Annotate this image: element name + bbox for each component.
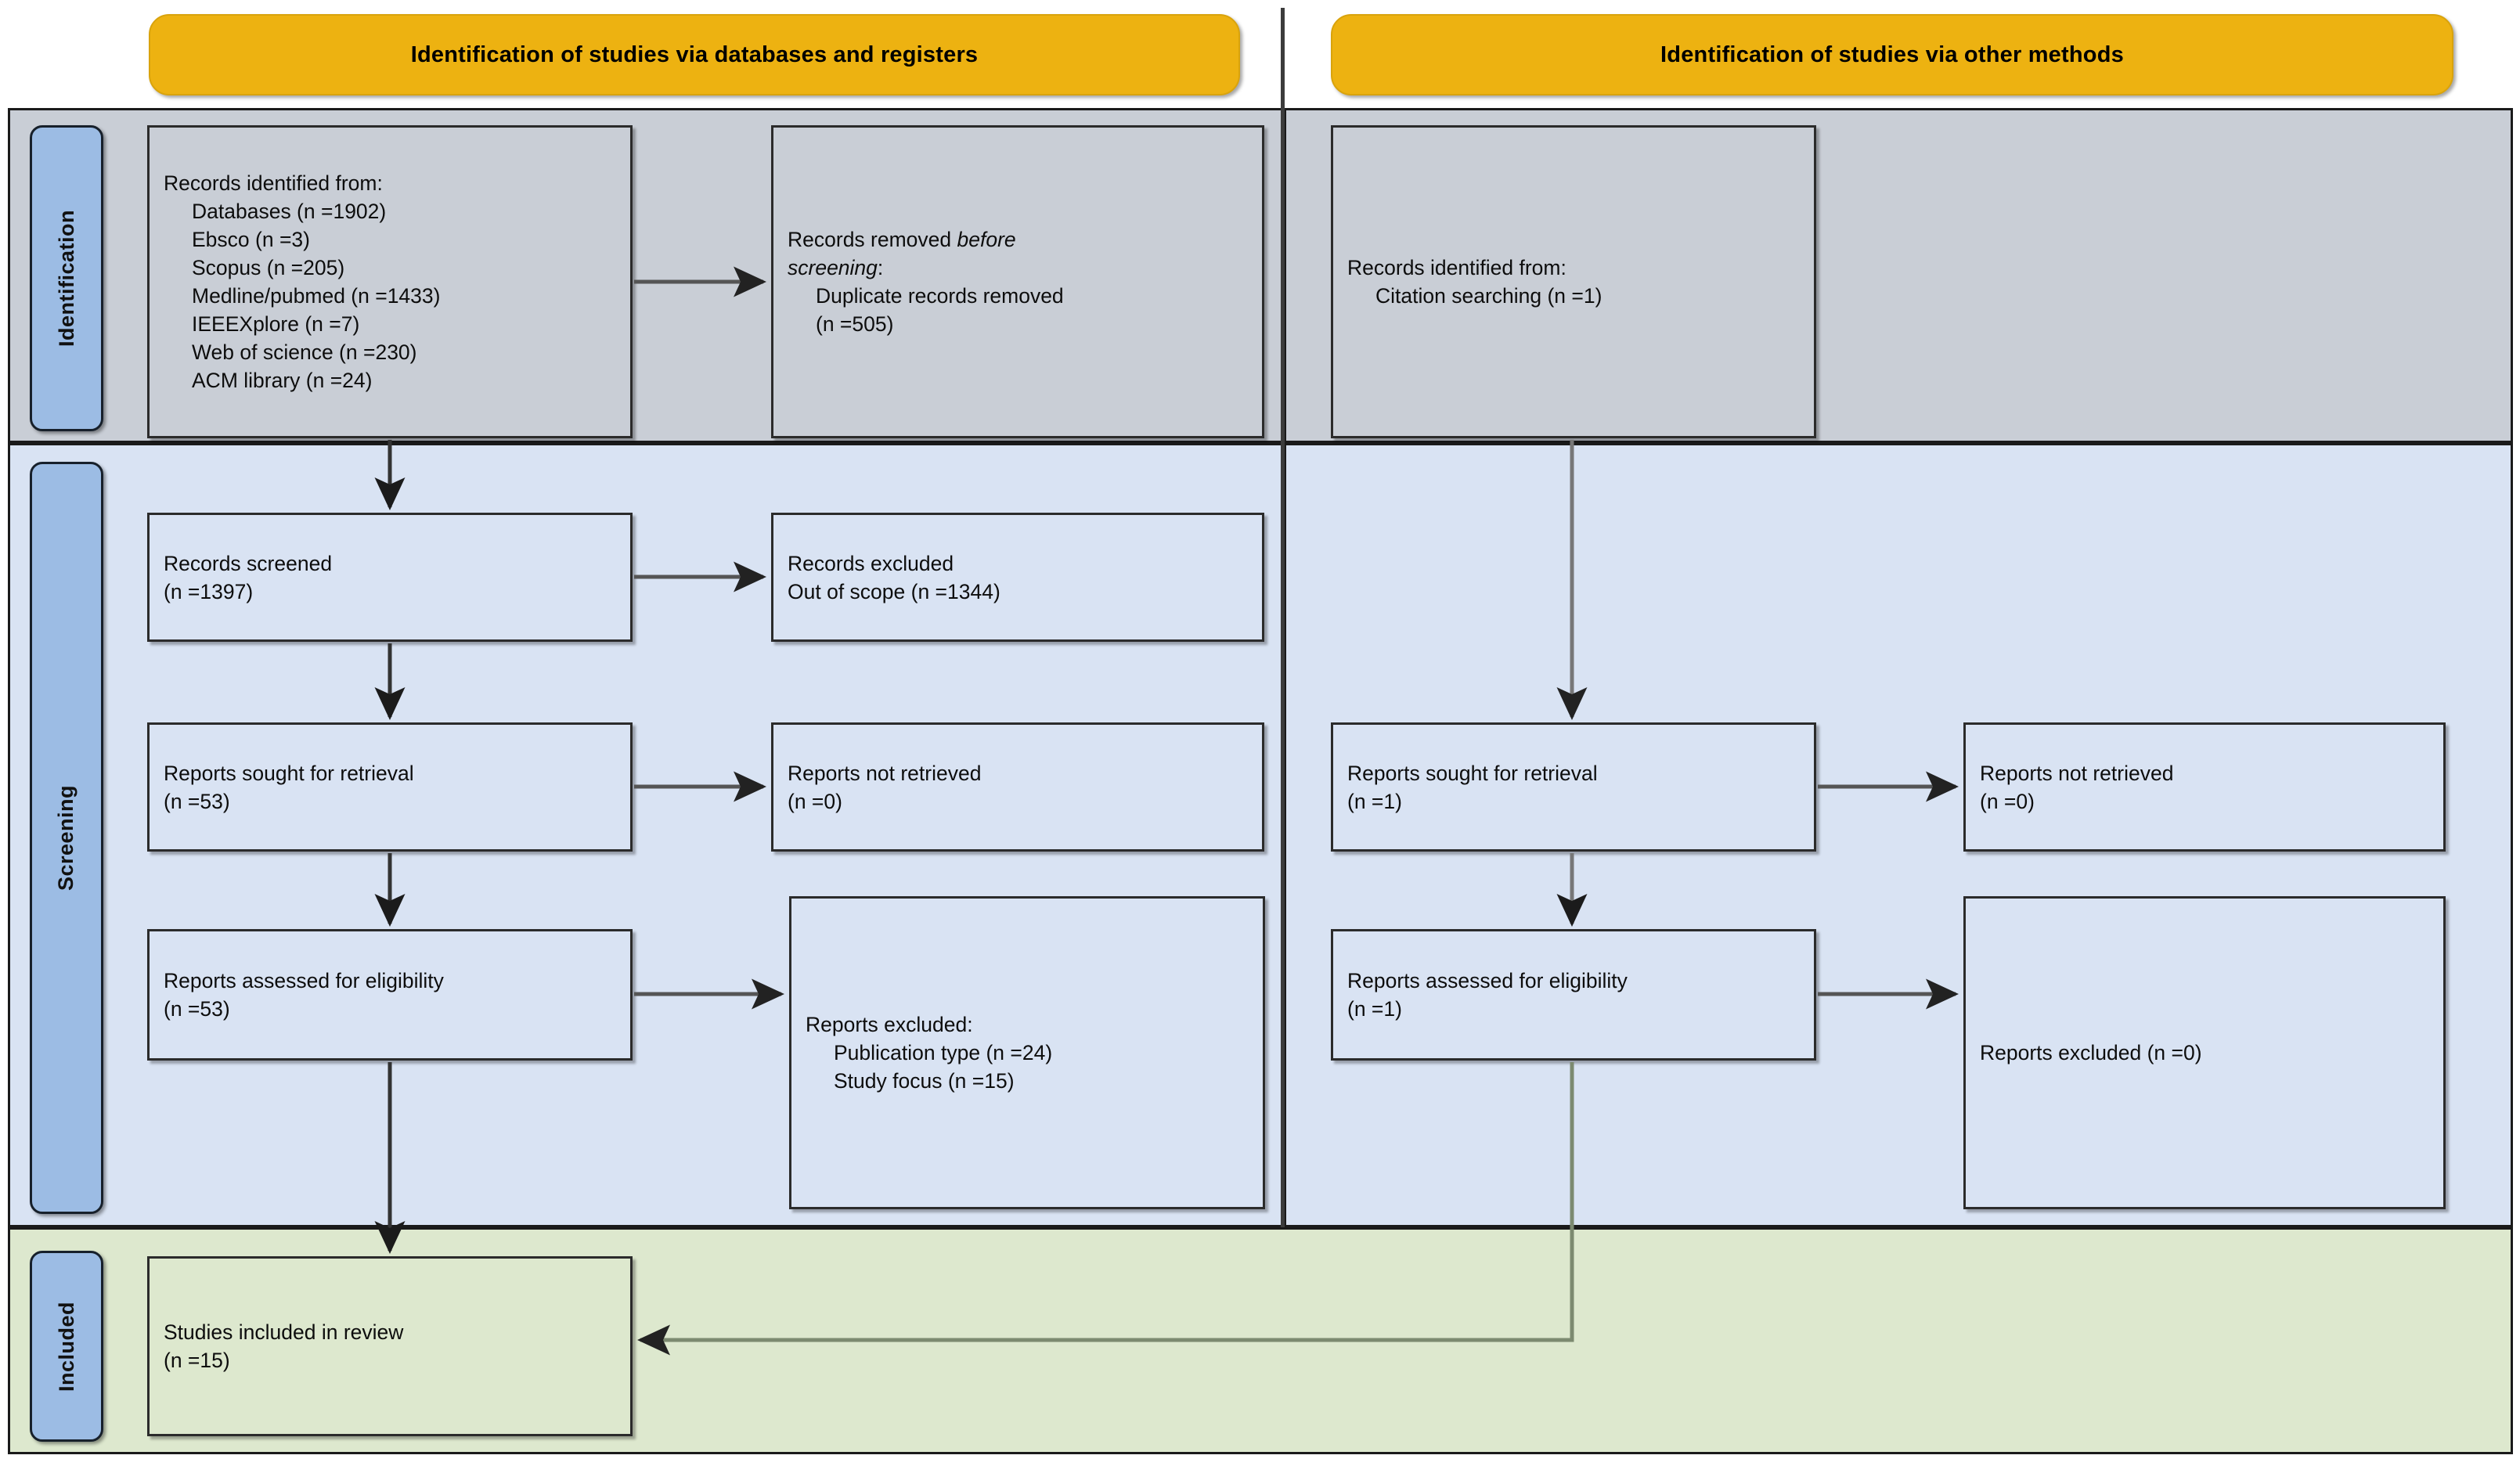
reports-sought-left-line2: (n =53) [164,789,230,813]
records-removed-line1-text: Records removed [788,228,957,251]
records-identified-item: Databases (n =1902) [192,200,387,223]
records-removed-item2: (n =505) [816,312,894,336]
header-other-methods-label: Identification of studies via other meth… [1660,41,2124,67]
studies-included-line1: Studies included in review [164,1320,404,1344]
reports-assessed-left-line1: Reports assessed for eligibility [164,969,444,992]
header-other-methods: Identification of studies via other meth… [1331,14,2453,95]
records-identified-other-title: Records identified from: [1347,256,1566,279]
records-identified-item: Ebsco (n =3) [192,228,310,251]
box-reports-sought-right: Reports sought for retrieval (n =1) [1331,722,1816,852]
stage-label-identification: Identification [30,125,103,431]
box-reports-assessed-left: Reports assessed for eligibility (n =53) [147,929,633,1061]
reports-assessed-left-line2: (n =53) [164,997,230,1021]
reports-excluded-left-title: Reports excluded: [806,1013,973,1036]
box-studies-included: Studies included in review (n =15) [147,1256,633,1436]
records-excluded-line2: Out of scope (n =1344) [788,579,1000,603]
reports-not-retrieved-right-line2: (n =0) [1980,789,2035,813]
records-removed-item1: Duplicate records removed [816,284,1064,308]
records-identified-item: Web of science (n =230) [192,340,417,364]
stage-label-included: Included [30,1251,103,1442]
box-reports-sought-left: Reports sought for retrieval (n =53) [147,722,633,852]
records-removed-line2-italic: screening [788,256,878,279]
records-removed-line1: Records removed before [788,225,1248,254]
records-identified-title: Records identified from: [164,171,383,195]
records-excluded-line1: Records excluded [788,551,954,575]
header-databases-registers-label: Identification of studies via databases … [410,41,979,67]
reports-excluded-right-line1: Reports excluded (n =0) [1980,1041,2202,1064]
box-records-identified-other: Records identified from: Citation search… [1331,125,1816,438]
records-screened-line1: Records screened [164,551,333,575]
reports-not-retrieved-left-line1: Reports not retrieved [788,761,982,785]
records-identified-item: IEEEXplore (n =7) [192,312,360,336]
stage-label-identification-text: Identification [54,210,78,347]
box-records-excluded: Records excluded Out of scope (n =1344) [771,513,1264,642]
reports-not-retrieved-right-line1: Reports not retrieved [1980,761,2174,785]
records-identified-item: ACM library (n =24) [192,369,373,392]
box-records-screened: Records screened (n =1397) [147,513,633,642]
box-records-removed: Records removed before screening: Duplic… [771,125,1264,438]
reports-excluded-left-item: Study focus (n =15) [834,1069,1015,1093]
records-identified-item: Medline/pubmed (n =1433) [192,284,441,308]
reports-assessed-right-line1: Reports assessed for eligibility [1347,969,1628,992]
box-reports-excluded-right: Reports excluded (n =0) [1963,896,2446,1209]
column-divider [1281,8,1285,1227]
records-removed-line2-tail: : [877,256,884,279]
box-reports-excluded-left: Reports excluded: Publication type (n =2… [789,896,1265,1209]
box-reports-not-retrieved-left: Reports not retrieved (n =0) [771,722,1264,852]
records-removed-line1-italic: before [957,228,1016,251]
records-removed-line2: screening: [788,254,1248,282]
reports-not-retrieved-left-line2: (n =0) [788,789,842,813]
box-reports-not-retrieved-right: Reports not retrieved (n =0) [1963,722,2446,852]
stage-label-screening: Screening [30,462,103,1214]
records-identified-other-item: Citation searching (n =1) [1375,284,1602,308]
reports-sought-right-line2: (n =1) [1347,789,1402,813]
studies-included-line2: (n =15) [164,1349,230,1372]
records-identified-item: Scopus (n =205) [192,256,345,279]
reports-sought-left-line1: Reports sought for retrieval [164,761,414,785]
box-reports-assessed-right: Reports assessed for eligibility (n =1) [1331,929,1816,1061]
box-records-identified: Records identified from: Databases (n =1… [147,125,633,438]
reports-sought-right-line1: Reports sought for retrieval [1347,761,1598,785]
stage-label-included-text: Included [54,1301,78,1392]
stage-label-screening-text: Screening [54,784,78,891]
reports-assessed-right-line2: (n =1) [1347,997,1402,1021]
records-screened-line2: (n =1397) [164,579,254,603]
reports-excluded-left-item: Publication type (n =24) [834,1041,1053,1064]
header-databases-registers: Identification of studies via databases … [149,14,1240,95]
